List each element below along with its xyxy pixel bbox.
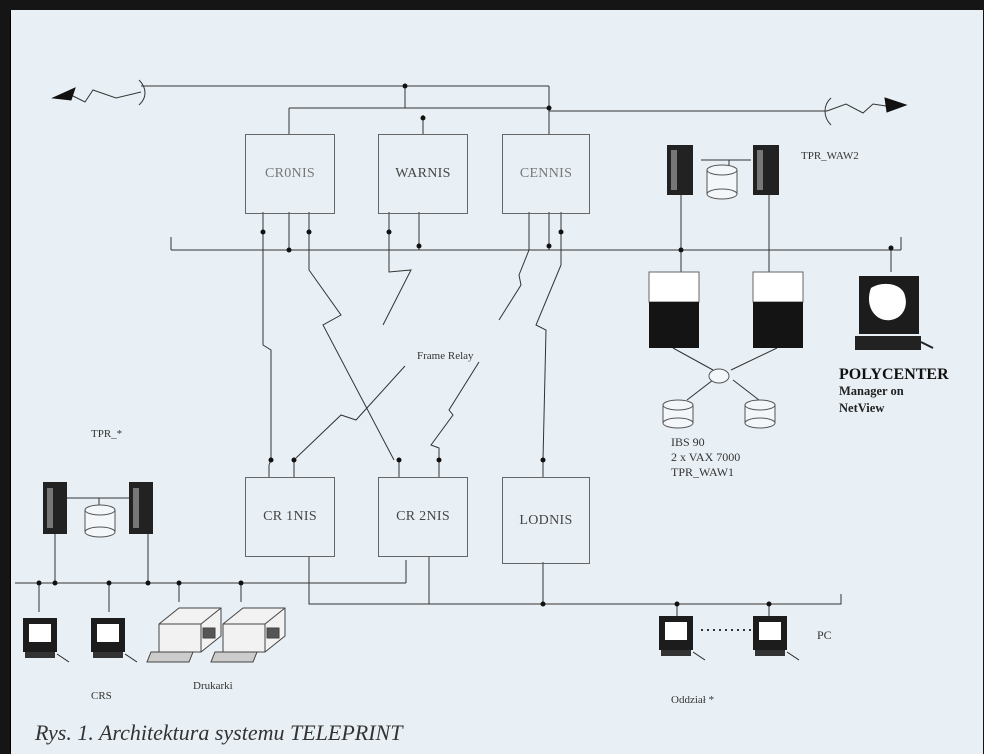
printer-icon (211, 608, 285, 662)
node-box-lodnis: LODNIS (502, 477, 590, 564)
vax-cabinet-icon (753, 272, 803, 348)
pc-icon (659, 616, 705, 660)
vax-cabinet-icon (649, 272, 699, 348)
figure-caption: Rys. 1. Architektura systemu TELEPRINT (35, 720, 402, 746)
printer-icon (147, 608, 221, 662)
drukarki-label: Drukarki (193, 680, 233, 692)
diagram-panel: CR0NIS WARNIS CENNIS CR 1NIS CR 2NIS LOD… (10, 10, 983, 754)
disk-icon (663, 400, 693, 428)
disk-icon (707, 165, 737, 199)
polycenter-title: POLYCENTER (839, 366, 949, 383)
workstation-icon (855, 276, 933, 350)
cluster-label-line1: IBS 90 (671, 435, 740, 450)
wan-link-right-bolt (827, 104, 886, 113)
oddzial-label: Oddział * (671, 694, 714, 706)
terminal-icon (91, 618, 137, 662)
node-box-cr1nis: CR 1NIS (245, 477, 335, 557)
disk-icon (745, 400, 775, 428)
node-box-cennis: CENNIS (502, 134, 590, 214)
tpr-star-label: TPR_* (91, 428, 122, 440)
pc-icon (753, 616, 799, 660)
server-tower-icon (43, 482, 67, 534)
star-coupler-icon (709, 369, 729, 383)
cluster-label-line3: TPR_WAW1 (671, 465, 740, 480)
polycenter-sub2: NetView (839, 400, 949, 417)
pc-label: PC (817, 628, 832, 643)
terminal-icon (23, 618, 69, 662)
server-tower-icon (753, 145, 779, 195)
crs-label: CRS (91, 690, 112, 702)
wan-link-left-bolt (71, 90, 141, 102)
disk-icon (85, 505, 115, 537)
polycenter-sub1: Manager on (839, 383, 949, 400)
frame-relay-label: Frame Relay (417, 350, 474, 362)
cluster-label: IBS 90 2 x VAX 7000 TPR_WAW1 (671, 435, 740, 480)
server-tower-icon (129, 482, 153, 534)
node-box-cr2nis: CR 2NIS (378, 477, 468, 557)
node-box-warnis: WARNIS (378, 134, 468, 214)
cluster-label-line2: 2 x VAX 7000 (671, 450, 740, 465)
node-box-cr0nis: CR0NIS (245, 134, 335, 214)
network-diagram (11, 10, 983, 754)
server-tower-icon (667, 145, 693, 195)
tpr-waw2-label: TPR_WAW2 (801, 150, 859, 162)
polycenter-label: POLYCENTER Manager on NetView (839, 366, 949, 417)
